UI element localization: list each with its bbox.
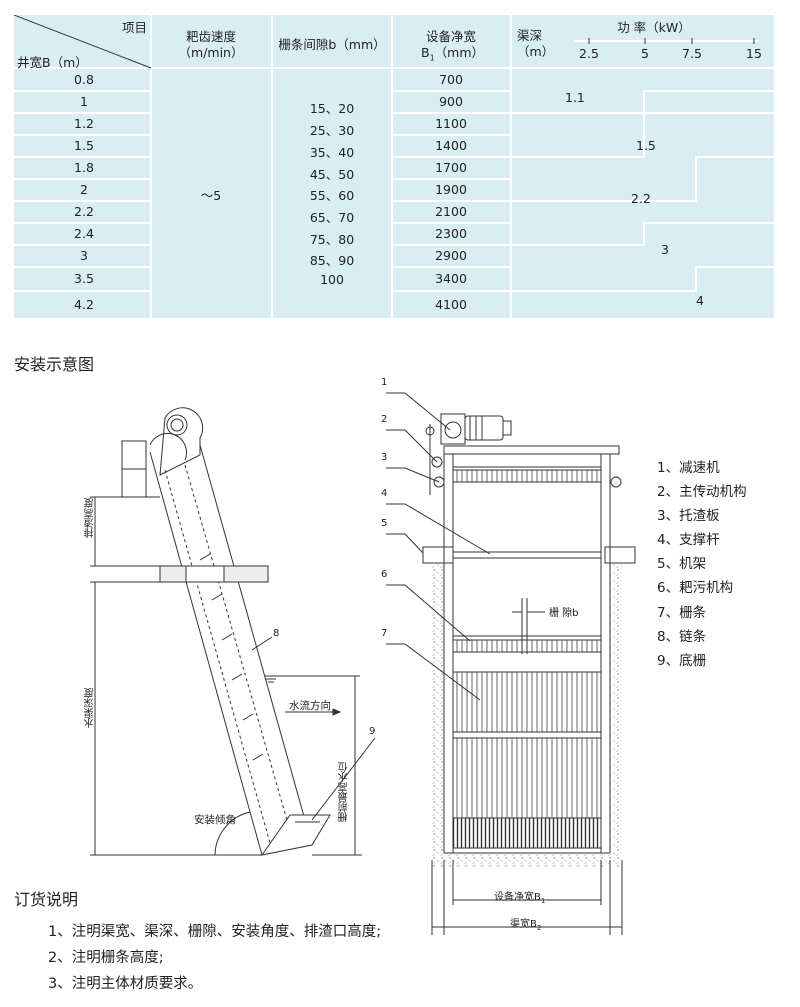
install-drawing-svg xyxy=(90,392,636,935)
callout-8: 8 xyxy=(273,628,280,639)
discharge-height-label: 排渣高度 xyxy=(85,498,96,538)
well-width-cell: 0.8 xyxy=(74,72,94,87)
side-view xyxy=(90,407,376,856)
net-width-cell: 2100 xyxy=(435,204,467,219)
legend-item: 3、托渣板 xyxy=(657,508,720,524)
gap-cell: 15、20 xyxy=(309,101,355,116)
well-width-cell: 4.2 xyxy=(74,297,94,312)
legend-item: 8、链条 xyxy=(657,629,707,645)
well-width-cell: 2.4 xyxy=(74,226,94,241)
legend-item: 5、机架 xyxy=(657,556,707,572)
install-angle-label: 安装倾角 xyxy=(194,814,236,826)
power-cell: 4 xyxy=(696,293,704,308)
power-cell: 1.5 xyxy=(636,138,656,153)
speed-cell: ～5 xyxy=(200,188,222,203)
gap-cell: 65、70 xyxy=(309,210,355,225)
well-width-cell: 1.5 xyxy=(74,138,94,153)
gap-cell: 25、30 xyxy=(309,123,355,138)
header-net-width-line1: 设备净宽 xyxy=(425,29,477,44)
flow-direction-label: 水流方向 xyxy=(289,700,331,712)
well-width-cell: 2.2 xyxy=(74,204,94,219)
callout-6: 6 xyxy=(381,569,388,580)
header-net-width-line2: B1（mm） xyxy=(421,45,485,63)
spec-table-grid xyxy=(14,15,774,318)
power-tick: 2.5 xyxy=(579,46,599,61)
legend-item: 9、底栅 xyxy=(657,653,707,669)
net-width-cell: 1900 xyxy=(435,182,467,197)
power-tick: 7.5 xyxy=(682,46,702,61)
power-cell: 1.1 xyxy=(565,90,585,105)
gap-label: 栅 隙b xyxy=(549,608,579,619)
header-gap: 栅条间隙b（mm） xyxy=(278,37,386,52)
front-view xyxy=(386,392,636,935)
legend-item: 7、栅条 xyxy=(657,605,707,621)
legend-item: 2、主传动机构 xyxy=(657,484,747,500)
net-width-cell: 900 xyxy=(439,94,463,109)
net-width-cell: 3400 xyxy=(435,271,467,286)
gap-cell: 55、60 xyxy=(309,188,355,203)
header-depth-line1: 渠深 xyxy=(517,28,543,43)
callout-3: 3 xyxy=(381,452,388,463)
net-width-cell: 2900 xyxy=(435,248,467,263)
well-width-cell: 1.2 xyxy=(74,116,94,131)
header-well-width: 井宽B（m） xyxy=(17,55,88,70)
well-width-cell: 3.5 xyxy=(74,271,94,286)
channel-width-dim-label: 渠宽B2 xyxy=(510,919,542,932)
net-width-cell: 700 xyxy=(439,72,463,87)
well-width-cell: 2 xyxy=(80,182,88,197)
callout-9: 9 xyxy=(369,726,376,737)
gap-cell: 75、80 xyxy=(309,232,355,247)
max-water-level-label: 栅前最高水位 xyxy=(339,762,350,822)
power-cell: 2.2 xyxy=(631,191,651,206)
legend-item: 6、耙污机构 xyxy=(657,580,734,596)
power-tick: 15 xyxy=(746,46,762,61)
order-note: 2、注明栅条高度; xyxy=(48,950,164,966)
net-width-dim-label: 设备净宽B1 xyxy=(494,892,546,905)
spec-table: 项目 井宽B（m） 耙齿速度 （m/min） 栅条间隙b（mm） 设备净宽 B1… xyxy=(14,15,774,318)
gap-cell: 85、90 xyxy=(309,253,355,268)
legend-item: 4、支撑杆 xyxy=(657,532,720,548)
well-width-cell: 1.8 xyxy=(74,160,94,175)
legend-item: 1、减速机 xyxy=(657,460,720,476)
header-depth-line2: （m） xyxy=(517,44,555,59)
callout-1: 1 xyxy=(381,377,388,388)
gap-cell: 35、40 xyxy=(309,145,355,160)
well-width-cell: 1 xyxy=(80,94,88,109)
net-width-cell: 2300 xyxy=(435,226,467,241)
well-width-cell: 3 xyxy=(80,248,88,263)
callout-4: 4 xyxy=(381,488,388,499)
header-item: 项目 xyxy=(122,20,148,35)
header-power: 功 率（kW） xyxy=(617,20,691,35)
gap-cell: 100 xyxy=(320,272,344,287)
header-speed-line2: （m/min） xyxy=(178,45,244,60)
net-width-cell: 1400 xyxy=(435,138,467,153)
net-width-cell: 1100 xyxy=(435,116,467,131)
power-cell: 3 xyxy=(661,242,669,257)
gap-cell: 45、50 xyxy=(309,167,355,182)
install-drawing: 排渣高度 水渠深度 水流方向 安装倾角 栅前最高水位 8 9 1 2 3 4 5… xyxy=(0,370,800,940)
power-tick: 5 xyxy=(641,46,649,61)
install-title: 安装示意图 xyxy=(14,355,95,374)
channel-depth-label: 水渠深度 xyxy=(85,688,96,728)
order-title: 订货说明 xyxy=(14,890,79,909)
callout-2: 2 xyxy=(381,414,388,425)
net-width-cell: 1700 xyxy=(435,160,467,175)
header-speed-line1: 耙齿速度 xyxy=(185,29,237,44)
callout-5: 5 xyxy=(381,518,388,529)
order-note: 1、注明渠宽、渠深、栅隙、安装角度、排渣口高度; xyxy=(48,924,382,940)
callout-7: 7 xyxy=(381,628,388,639)
net-width-cell: 4100 xyxy=(435,297,467,312)
order-note: 3、注明主体材质要求。 xyxy=(48,976,203,992)
